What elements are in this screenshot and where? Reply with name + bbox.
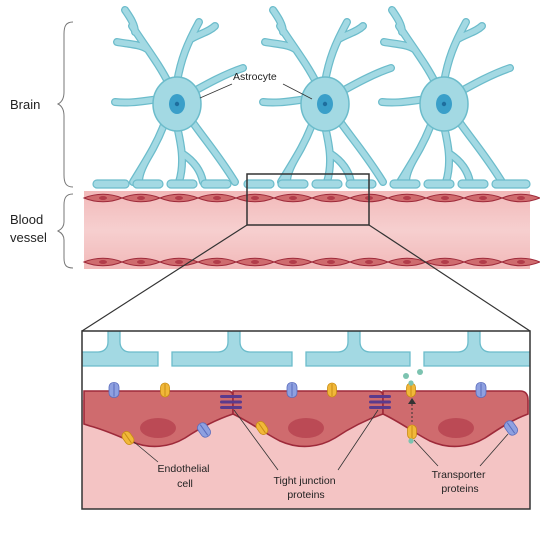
brain-label: Brain (10, 97, 40, 112)
transporter-blue-1 (108, 382, 120, 398)
transporter-blue-3 (475, 382, 487, 398)
astrocyte-middle (263, 10, 391, 182)
tight-junction-pointer-1 (233, 409, 279, 471)
transporter-yellow-6 (407, 424, 417, 440)
molecules (403, 369, 423, 444)
astrocyte-label: Astrocyte (233, 71, 277, 83)
tight-junction-label: Tight junction proteins (274, 475, 339, 501)
zoom-line-left (81, 224, 248, 332)
blood-vessel (83, 191, 540, 269)
transporter-proteins-label: Transporter proteins (432, 469, 489, 495)
inset-astrocyte-endfeet (82, 331, 530, 367)
vessel-bracket (56, 193, 74, 269)
brain-bracket (56, 21, 74, 188)
transporter-pointer-1 (413, 439, 439, 467)
astrocyte-endfeet-top (92, 179, 531, 189)
tight-junction-1 (220, 395, 242, 409)
astrocyte-pointer-right (282, 83, 313, 100)
zoom-line-right (368, 224, 531, 332)
transporter-blue-2 (286, 382, 298, 398)
astrocyte-left (115, 10, 243, 182)
transporter-yellow-1 (160, 382, 170, 398)
endothelial-nuclei (140, 418, 474, 438)
transporter-yellow-2 (327, 382, 337, 398)
tight-junction-2 (369, 395, 391, 409)
endothelial-pointer (133, 441, 159, 463)
blood-vessel-label: Blood vessel (10, 212, 47, 245)
tight-junction-pointer-2 (337, 409, 379, 471)
transporter-pointer-2 (479, 433, 509, 467)
zoom-region (246, 173, 370, 226)
astrocyte-right (382, 10, 510, 182)
transport-arrow-head (408, 398, 416, 404)
astrocyte-pointer-left (199, 83, 233, 99)
inset-panel (81, 330, 531, 510)
endothelial-cell-label: Endothelial cell (158, 463, 213, 490)
